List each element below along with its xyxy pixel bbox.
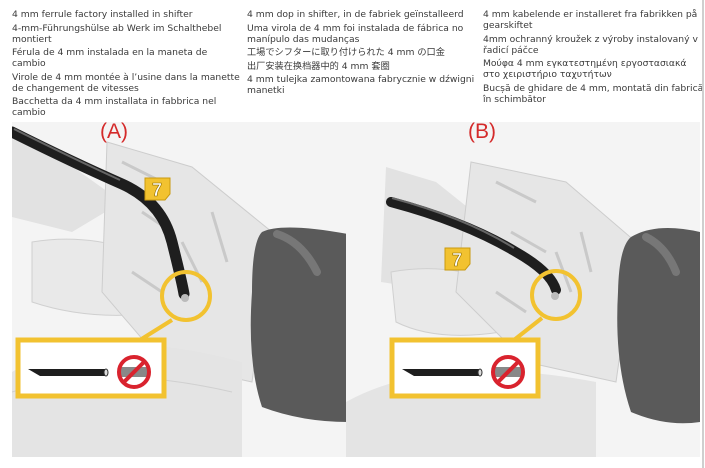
brake-cable — [386, 197, 561, 295]
panel-label-a: (A) — [100, 122, 128, 143]
cable-end-icon — [402, 369, 480, 376]
panel-label-b: (B) — [468, 122, 496, 143]
shifter-illustration-b: 7 — [346, 122, 700, 457]
instruction-el: Μούφα 4 mm εγκατεστημένη εργοστασιακά στ… — [483, 58, 687, 80]
step-badge: 7 — [444, 247, 471, 271]
instruction-fr: Virole de 4 mm montée à l’usine dans la … — [12, 71, 240, 94]
shifter-knob — [250, 227, 348, 422]
illustration-panel-a: 7 (A) — [12, 122, 348, 457]
instruction-cs: 4mm ochranný kroužek z výroby instalovan… — [483, 33, 698, 56]
instruction-ro: Bucșă de ghidare de 4 mm, montată din fa… — [483, 82, 704, 105]
shifter-illustration-a: 7 — [12, 122, 348, 457]
instruction-es: Férula de 4 mm instalada en la maneta de… — [12, 47, 208, 69]
svg-text:7: 7 — [452, 250, 462, 270]
svg-text:7: 7 — [152, 180, 162, 200]
instructions-column-1: 4 mm ferrule factory installed in shifte… — [12, 9, 240, 121]
instructions-column-2: 4 mm dop in shifter, in de fabriek geïns… — [247, 9, 475, 99]
ferrule-highlight-circle — [160, 270, 212, 322]
shifter-knob — [617, 228, 700, 424]
ferrule-highlight-circle — [530, 269, 582, 321]
step-badge: 7 — [144, 177, 171, 201]
no-ferrule-prohibited-icon — [491, 355, 525, 389]
instruction-de: 4-mm-Führungshülse ab Werk im Schalthebe… — [12, 22, 222, 45]
brake-cable — [12, 126, 190, 300]
ferrule-callout-box — [15, 337, 167, 399]
instruction-pl: 4 mm tulejka zamontowana fabrycznie w dź… — [247, 74, 475, 96]
instruction-en: 4 mm ferrule factory installed in shifte… — [12, 9, 193, 20]
cable-end-icon — [28, 369, 106, 376]
no-ferrule-prohibited-icon — [117, 355, 151, 389]
instruction-it: Bacchetta da 4 mm installata in fabbrica… — [12, 96, 217, 118]
instruction-nl: 4 mm dop in shifter, in de fabriek geïns… — [247, 9, 464, 20]
page-edge-divider — [702, 0, 704, 468]
instruction-zh: 出厂安装在换档器中的 4 mm 套圈 — [247, 60, 390, 72]
illustration-panel-b: 7 (B) — [346, 122, 700, 457]
instructions-column-3: 4 mm kabelende er installeret fra fabrik… — [483, 9, 705, 107]
instruction-ja: 工場でシフターに取り付けられた 4 mm の口金 — [247, 47, 445, 58]
instruction-da: 4 mm kabelende er installeret fra fabrik… — [483, 9, 698, 31]
instruction-pt: Uma virola de 4 mm foi instalada de fábr… — [247, 22, 464, 45]
ferrule-callout-box — [389, 337, 541, 399]
